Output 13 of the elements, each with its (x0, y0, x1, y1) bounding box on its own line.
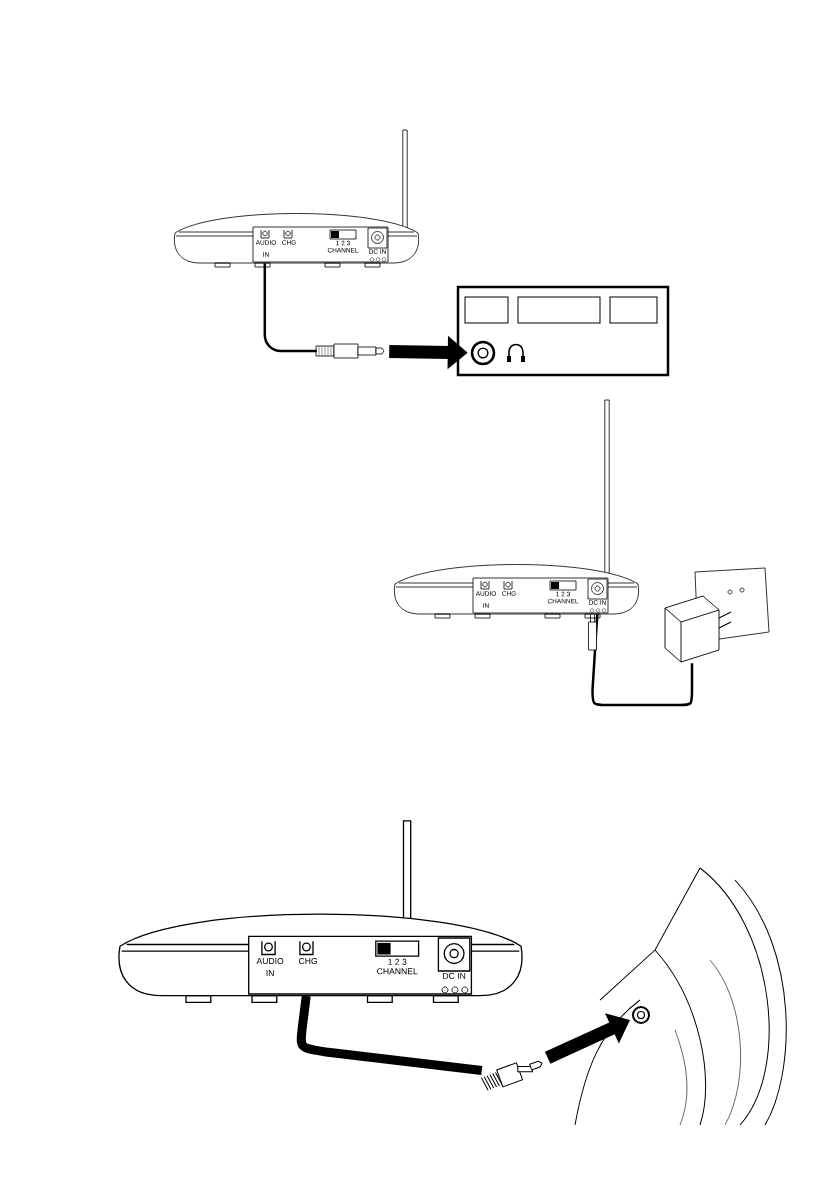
port-label: 1 2 3 (388, 958, 407, 965)
cable (263, 263, 317, 353)
port-label: CHG (299, 958, 317, 965)
plug-drawing (480, 1060, 543, 1091)
port-label: DC IN (443, 972, 466, 979)
cable (296, 995, 483, 1075)
port-label: AUDIO IN (256, 958, 284, 976)
cable (591, 614, 694, 707)
jack-socket (470, 340, 496, 366)
plug-drawing (315, 343, 385, 359)
port-label: CHANNEL (377, 968, 418, 975)
power-adapter-drawing (664, 595, 732, 663)
jack-socket (632, 1006, 650, 1024)
